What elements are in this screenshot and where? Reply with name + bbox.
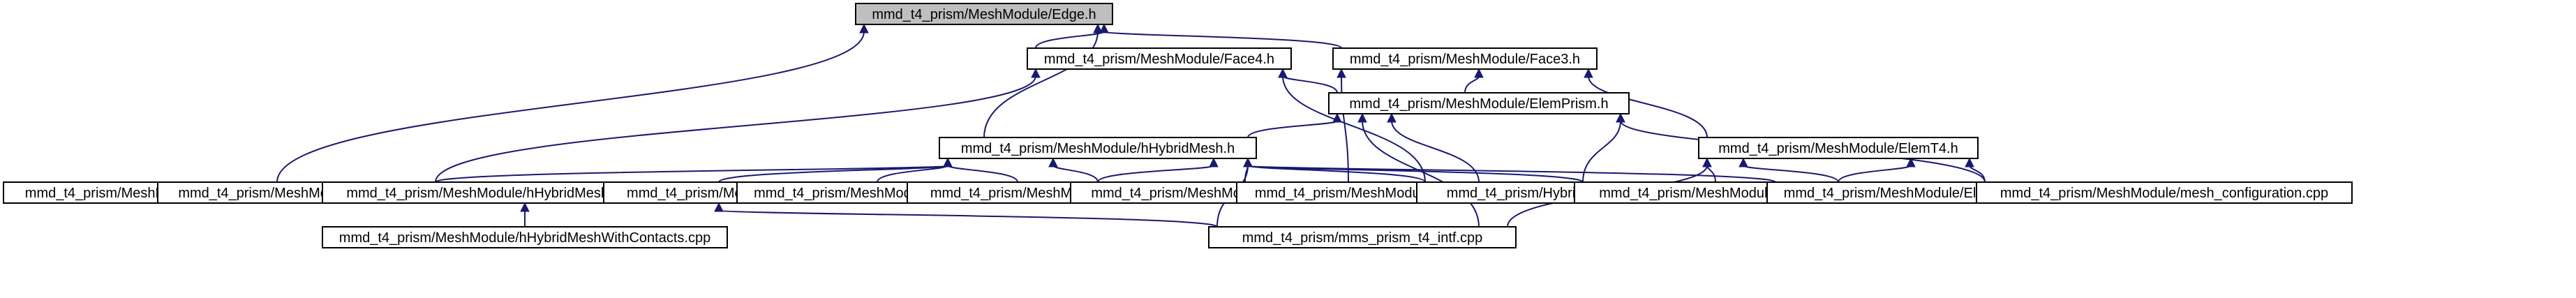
arrowhead — [943, 157, 953, 167]
edge-hhybridmesh-h-to-vertex-cpp — [1048, 157, 1099, 183]
edge-face4-h-to-face4-cpp — [435, 68, 1041, 183]
edge-face3-h-to-elemprism-h — [1464, 68, 1484, 94]
edge-edge-h-to-edge-cpp — [276, 23, 869, 183]
arrowhead — [1616, 112, 1625, 123]
edge-hhmwc-h-to-intf-cpp — [714, 202, 1218, 228]
edge-line — [1097, 165, 1214, 183]
edge-face3-h-to-elemt4-h — [1584, 68, 1708, 138]
edge-elemt4-h-to-elemt4-cpp — [1838, 157, 1916, 183]
edge-face4-h-to-unittest-cpp — [1278, 68, 1426, 183]
arrowhead — [520, 202, 530, 212]
edge-elemt4-h-to-hhybridmesh-cpp — [1739, 157, 1839, 183]
arrowhead — [1243, 157, 1253, 167]
arrowhead — [1093, 23, 1103, 33]
edge-edge-h-to-face3-h — [1099, 23, 1342, 49]
arrowhead — [1031, 68, 1041, 78]
node-label: mmd_t4_prism/MeshModule/hHybridMeshWithC… — [339, 230, 710, 246]
edge-hhybridmesh-h-to-face3-cpp — [1097, 157, 1219, 183]
arrowhead — [1474, 68, 1484, 78]
arrowhead — [714, 202, 724, 212]
arrowhead — [1357, 112, 1367, 123]
arrowhead — [1702, 157, 1712, 167]
edge-line — [1247, 165, 1776, 183]
arrowhead — [1387, 112, 1397, 123]
arrowhead — [1337, 68, 1346, 78]
graph-node-face4-h[interactable]: mmd_t4_prism/MeshModule/Face4.h — [1027, 47, 1292, 70]
arrowhead — [1906, 157, 1916, 167]
edge-face3-h-to-face3-cpp — [1337, 68, 1349, 183]
arrowhead — [1965, 157, 1974, 167]
arrowhead — [1099, 23, 1109, 33]
node-box — [1332, 47, 1598, 70]
arrowhead — [1278, 68, 1288, 78]
edge-line — [718, 209, 1218, 228]
edge-line — [1103, 31, 1342, 49]
node-box — [1208, 226, 1517, 248]
node-label: mmd_t4_prism/MeshModule/Face4.h — [1044, 52, 1274, 67]
arrowhead — [1209, 157, 1219, 167]
node-box — [1976, 181, 2353, 204]
node-label: mmd_t4_prism/MeshModule/Face3.h — [1350, 52, 1580, 67]
edge-line — [435, 165, 948, 183]
graph-node-hhmwc-cpp[interactable]: mmd_t4_prism/MeshModule/hHybridMeshWithC… — [322, 226, 728, 248]
graph-node-hhybridmesh-h[interactable]: mmd_t4_prism/MeshModule/hHybridMesh.h — [939, 137, 1257, 159]
edge-line — [1588, 75, 1708, 138]
edge-line — [435, 75, 1036, 183]
arrowhead — [1584, 68, 1593, 78]
node-label: mmd_t4_prism/MeshModule/ElemT4.cpp — [1784, 186, 2039, 201]
node-box — [1027, 47, 1292, 70]
node-box — [939, 137, 1257, 159]
node-label: mmd_t4_prism/mms_prism_t4_intf.cpp — [1242, 230, 1483, 246]
graph-node-meshconf-cpp[interactable]: mmd_t4_prism/MeshModule/mesh_configurati… — [1976, 181, 2353, 204]
graph-node-intf-cpp[interactable]: mmd_t4_prism/mms_prism_t4_intf.cpp — [1208, 226, 1517, 248]
arrowhead — [1332, 112, 1342, 123]
node-label: mmd_t4_prism/MeshModule/hHybridMesh.h — [961, 141, 1235, 156]
edge-line — [1341, 75, 1349, 183]
node-box — [1328, 92, 1630, 114]
edges — [276, 23, 1986, 228]
edge-hhybridmesh-h-to-hparent-cpp — [943, 157, 1018, 183]
edge-line — [718, 165, 948, 183]
node-box — [855, 3, 1113, 25]
graph-node-face3-h[interactable]: mmd_t4_prism/MeshModule/Face3.h — [1332, 47, 1598, 70]
nodes: mmd_t4_prism/MeshModule/Edge.h mmd_t4_pri… — [3, 3, 2353, 248]
node-label: mmd_t4_prism/MeshModule/mesh_configurati… — [2000, 186, 2328, 201]
graph-node-edge-h[interactable]: mmd_t4_prism/MeshModule/Edge.h — [855, 3, 1113, 25]
node-label: mmd_t4_prism/MeshModule/ElemT4.h — [1718, 141, 1958, 156]
arrowhead — [1739, 157, 1748, 167]
edge-line — [1282, 75, 1426, 183]
arrowhead — [1048, 157, 1058, 167]
node-label: mmd_t4_prism/MeshModule/ElemPrism.h — [1349, 96, 1608, 112]
arrowhead — [859, 23, 869, 33]
edge-elemt4-h-to-meshconf-cpp — [1965, 157, 1986, 183]
graph-node-elemt4-h[interactable]: mmd_t4_prism/MeshModule/ElemT4.h — [1698, 137, 1979, 159]
node-label: mmd_t4_prism/MeshModule/Edge.h — [872, 7, 1096, 22]
node-box — [1698, 137, 1979, 159]
graph-node-elemprism-h[interactable]: mmd_t4_prism/MeshModule/ElemPrism.h — [1328, 92, 1630, 114]
edge-line — [276, 31, 865, 183]
node-box — [322, 226, 728, 248]
edge-hhmwc-h-to-hhmwc-cpp — [520, 202, 530, 227]
edge-elemprism-h-to-hhybridmesh-h — [1247, 112, 1342, 138]
